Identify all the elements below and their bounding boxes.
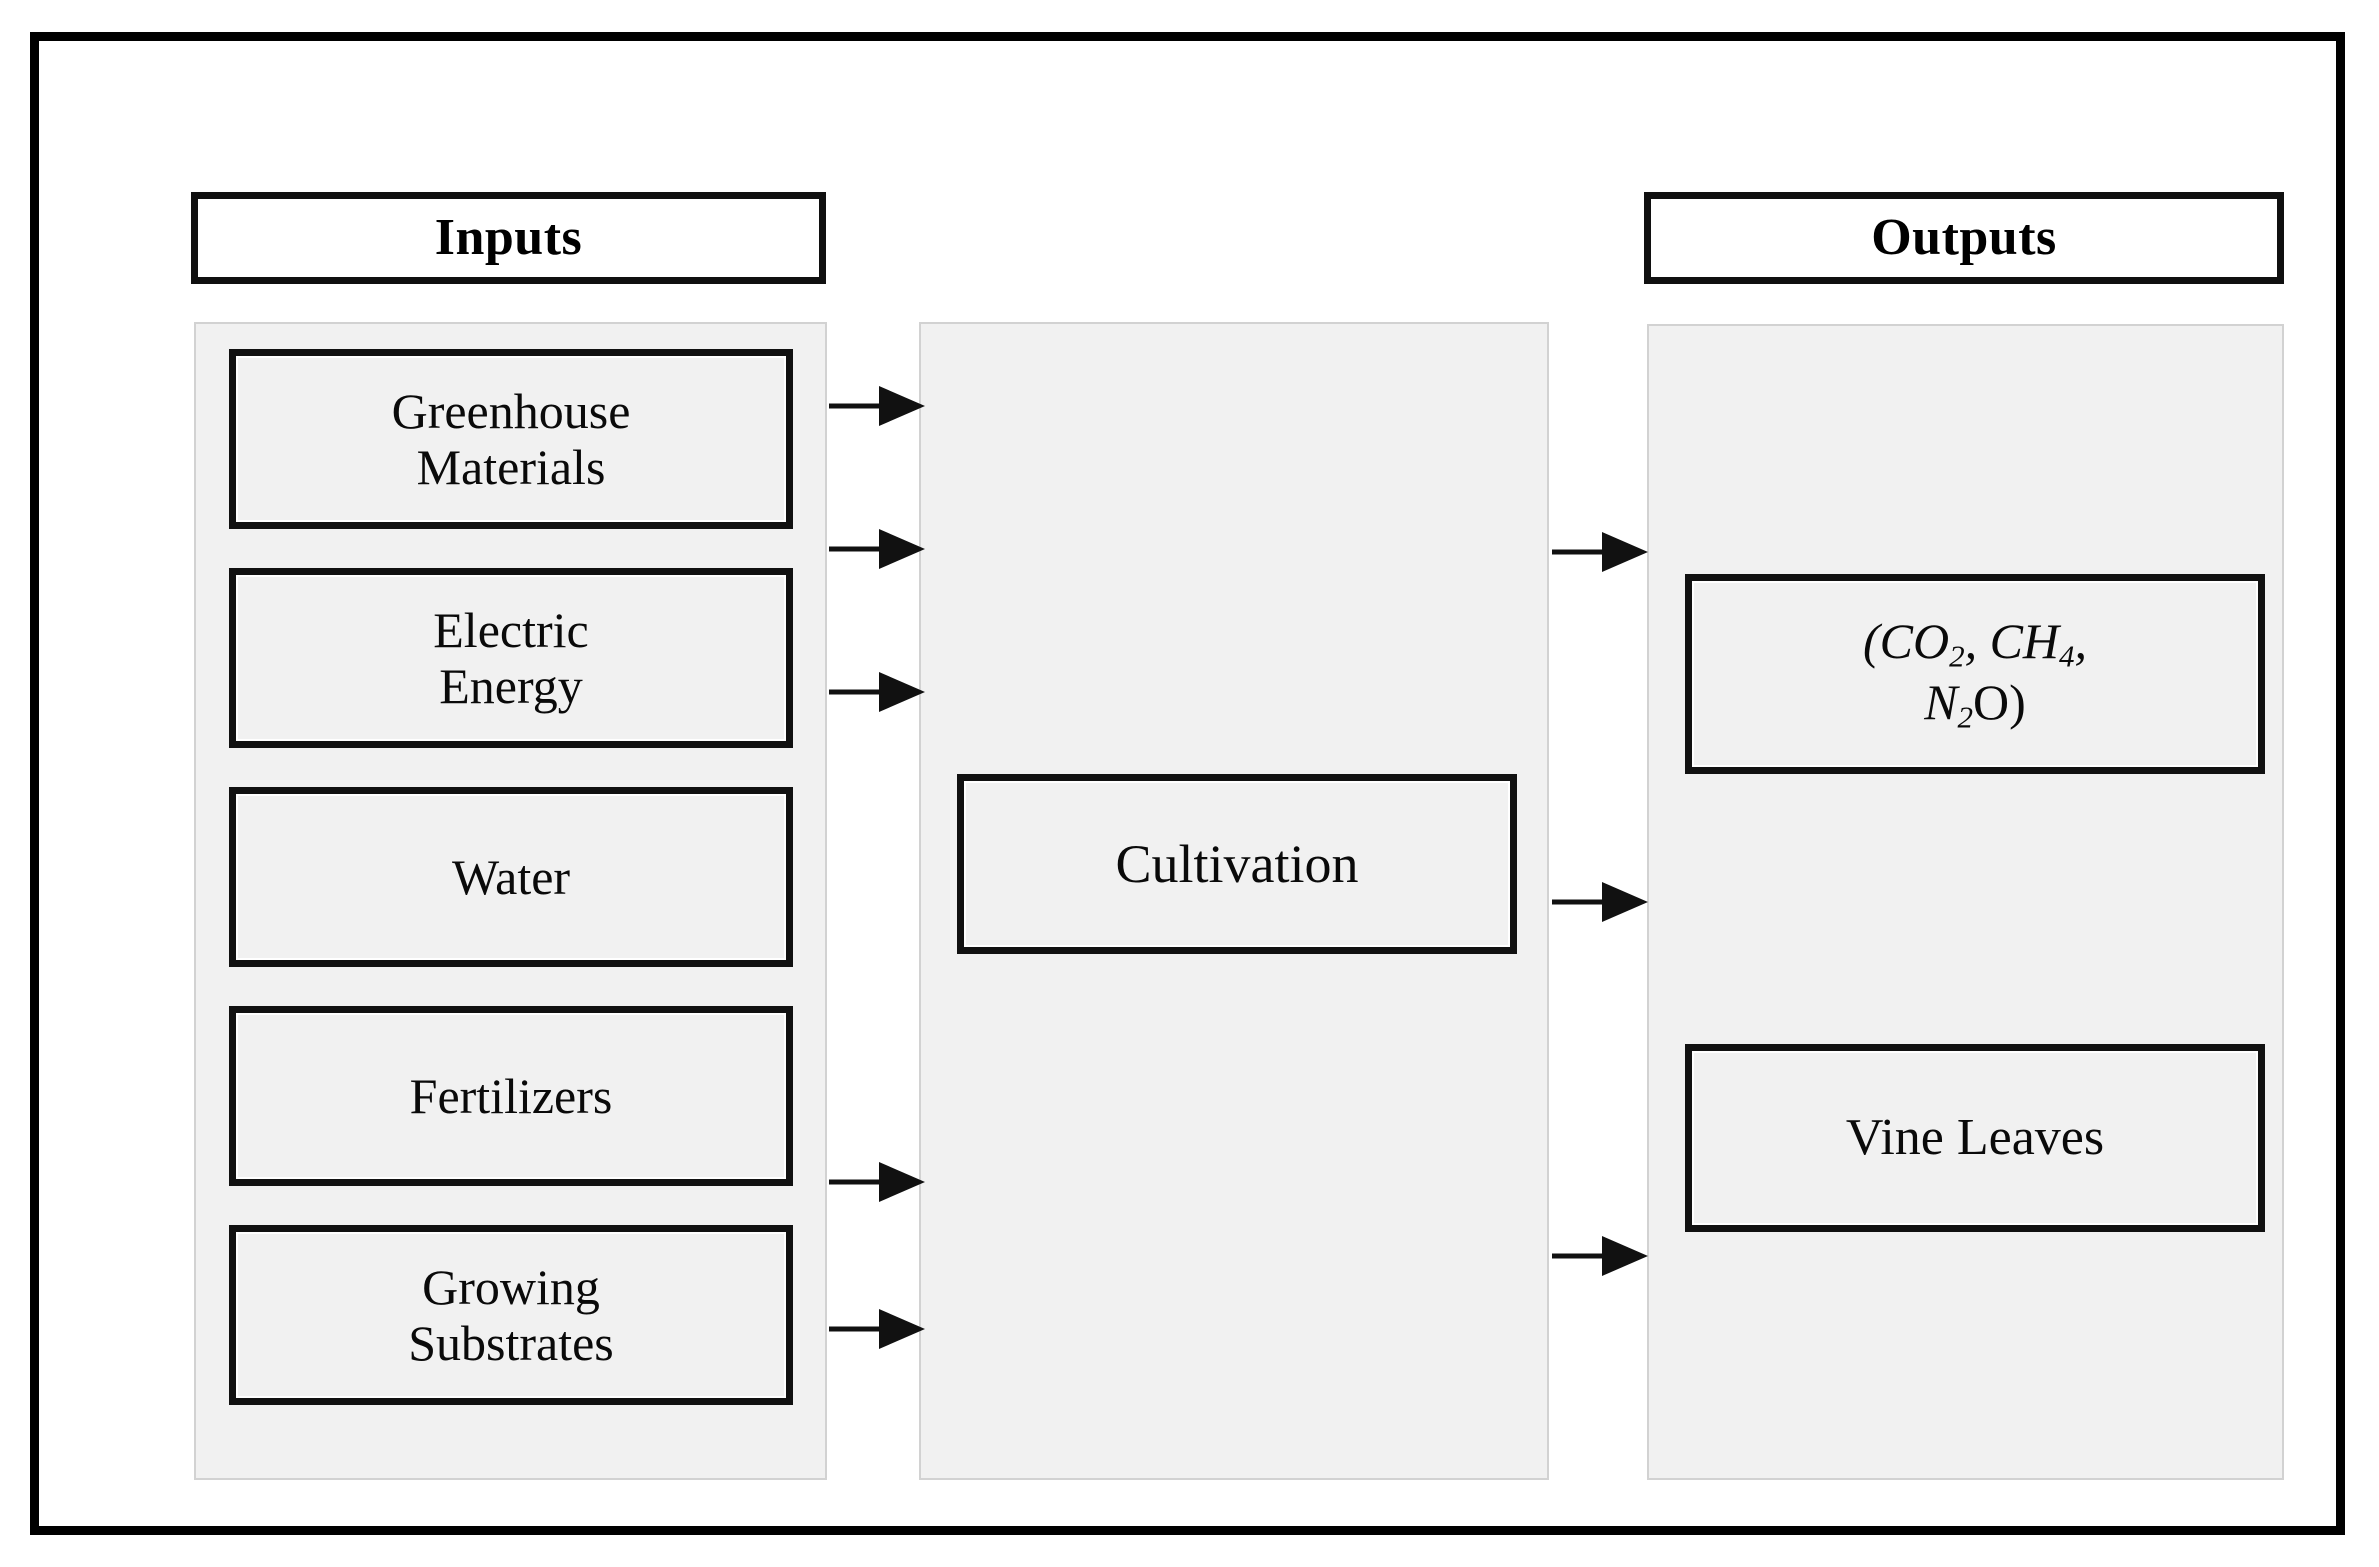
arrow-cultivation-to-vine-leaves [1552,1233,1648,1279]
outputs-header-label: Outputs [1871,208,2057,266]
input-node-fertilizers: Fertilizers [229,1006,793,1186]
inputs-header-box: Inputs [191,192,826,284]
formula-species-n2o: N2O [1924,674,2010,735]
arrow-cultivation-to-emissions-upper [1552,529,1648,575]
process-label-cultivation: Cultivation [1115,833,1359,894]
input-node-fertilizers-inner: Fertilizers [236,1013,786,1179]
arrow-cultivation-to-emissions-middle [1552,879,1648,925]
inputs-header-inner: Inputs [198,199,819,277]
input-node-growing-substrates-inner: Growing Substrates [236,1232,786,1398]
input-node-greenhouse-materials: Greenhouse Materials [229,349,793,529]
outputs-header-inner: Outputs [1651,199,2277,277]
output-node-vine-leaves: Vine Leaves [1685,1044,2265,1232]
formula-separator-2: , [2074,613,2088,669]
outputs-panel [1647,324,2284,1480]
input-label-electric-energy: Electric Energy [433,602,589,714]
input-label-growing-substrates: Growing Substrates [408,1259,614,1371]
input-node-growing-substrates: Growing Substrates [229,1225,793,1405]
output-node-vine-leaves-inner: Vine Leaves [1692,1051,2258,1225]
formula-open-paren: ( [1862,613,1880,669]
formula-species-co2: CO2 [1879,613,1965,674]
input-label-fertilizers: Fertilizers [409,1068,613,1124]
input-node-electric-energy-inner: Electric Energy [236,575,786,741]
output-label-emissions: (CO2, CH4,N2O) [1863,613,2087,735]
arrow-greenhouse-materials-to-cultivation [829,383,925,429]
formula-close-paren: ) [2009,674,2026,730]
input-node-electric-energy: Electric Energy [229,568,793,748]
input-node-greenhouse-materials-inner: Greenhouse Materials [236,356,786,522]
formula-separator-1: , [1964,613,1978,669]
process-node-cultivation-inner: Cultivation [964,781,1510,947]
arrow-growing-substrates-to-cultivation [829,1306,925,1352]
outputs-header-box: Outputs [1644,192,2284,284]
arrow-water-to-cultivation [829,669,925,715]
inputs-header-label: Inputs [434,208,583,266]
output-node-emissions: (CO2, CH4,N2O) [1685,574,2265,774]
output-node-emissions-inner: (CO2, CH4,N2O) [1692,581,2258,767]
arrow-electric-energy-to-cultivation [829,526,925,572]
input-label-greenhouse-materials: Greenhouse Materials [391,383,631,495]
input-node-water: Water [229,787,793,967]
input-node-water-inner: Water [236,794,786,960]
formula-species-ch4: CH4 [1989,613,2075,674]
process-node-cultivation: Cultivation [957,774,1517,954]
figure-outer-frame: Inputs Outputs Greenhouse Materials Elec… [30,32,2345,1535]
arrow-fertilizers-to-cultivation [829,1159,925,1205]
output-label-vine-leaves: Vine Leaves [1845,1108,2105,1166]
input-label-water: Water [451,849,571,905]
